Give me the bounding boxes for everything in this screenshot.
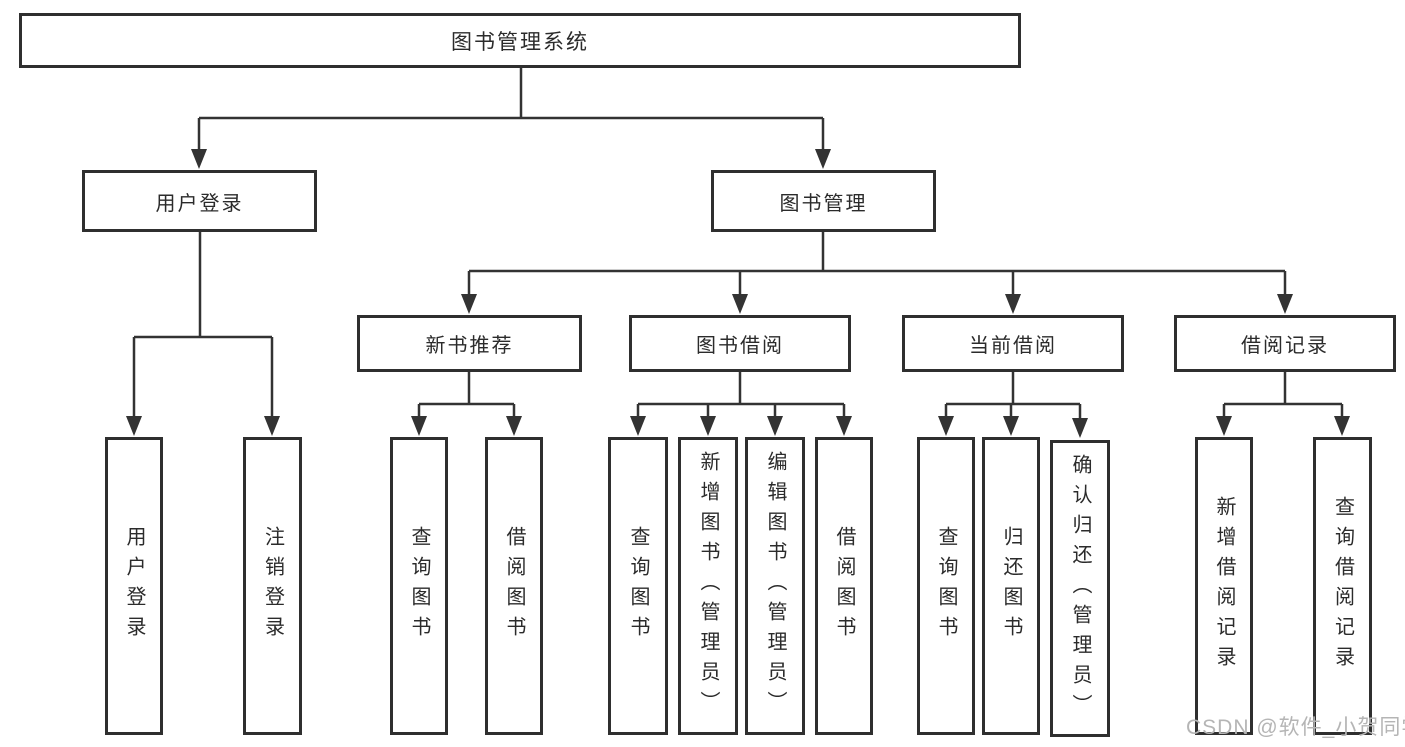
leaf-logout-label: 注销登录 xyxy=(261,526,284,646)
connector-new-book-group xyxy=(417,371,516,419)
node-new-book-recommend-label: 新书推荐 xyxy=(425,335,514,357)
leaf-user-login-label: 用户登录 xyxy=(123,526,145,646)
node-user-login-label: 用户登录 xyxy=(155,192,244,215)
leaf-new-book-borrow-label: 借阅图书 xyxy=(503,526,525,646)
leaf-user-login: 用户登录 xyxy=(105,437,163,735)
node-book-management: 图书管理 xyxy=(711,170,936,232)
node-book-management-label: 图书管理 xyxy=(779,192,868,215)
node-user-login: 用户登录 xyxy=(82,170,317,232)
leaf-add-borrow-record: 新增借阅记录 xyxy=(1195,437,1253,735)
connector-borrow-record-group xyxy=(1222,371,1344,419)
node-borrow-records: 借阅记录 xyxy=(1174,315,1396,372)
connector-book-mgmt-to-level3 xyxy=(467,232,1287,297)
node-new-book-recommend: 新书推荐 xyxy=(357,315,582,372)
leaf-new-book-query: 查询图书 xyxy=(390,437,448,735)
connector-current-borrow-group xyxy=(944,371,1082,419)
leaf-query-borrow-record-label: 查询借阅记录 xyxy=(1331,496,1354,676)
leaf-edit-book-admin-label: 编辑图书（管理员） xyxy=(764,451,786,721)
leaf-return-book: 归还图书 xyxy=(982,437,1040,735)
leaf-current-query-book: 查询图书 xyxy=(917,437,975,735)
csdn-watermark: CSDN @软件_小贺同学 xyxy=(1186,716,1405,739)
node-borrow-records-label: 借阅记录 xyxy=(1241,335,1329,357)
leaf-borrow-query-book: 查询图书 xyxy=(608,437,668,735)
arrowheads xyxy=(126,149,1350,438)
leaf-borrow-book: 借阅图书 xyxy=(815,437,873,735)
leaf-confirm-return-admin: 确认归还（管理员） xyxy=(1050,440,1110,737)
leaf-borrow-query-book-label: 查询图书 xyxy=(627,526,649,646)
leaf-add-book-admin: 新增图书（管理员） xyxy=(678,437,738,735)
leaf-add-book-admin-label: 新增图书（管理员） xyxy=(697,451,719,721)
leaf-current-query-book-label: 查询图书 xyxy=(935,526,957,646)
node-current-borrow-label: 当前借阅 xyxy=(969,335,1057,357)
node-current-borrow: 当前借阅 xyxy=(902,315,1124,372)
leaf-query-borrow-record: 查询借阅记录 xyxy=(1313,437,1372,735)
connector-book-borrow-group xyxy=(636,371,846,419)
leaf-edit-book-admin: 编辑图书（管理员） xyxy=(745,437,805,735)
connector-root-to-level2 xyxy=(197,68,825,152)
leaf-logout: 注销登录 xyxy=(243,437,302,735)
leaf-confirm-return-admin-label: 确认归还（管理员） xyxy=(1069,453,1091,724)
connector-user-login-group xyxy=(132,232,274,419)
leaf-borrow-book-label: 借阅图书 xyxy=(833,526,855,646)
node-root-label: 图书管理系统 xyxy=(451,30,589,54)
leaf-new-book-query-label: 查询图书 xyxy=(408,526,430,646)
node-book-borrow: 图书借阅 xyxy=(629,315,851,372)
leaf-return-book-label: 归还图书 xyxy=(1000,526,1022,646)
node-book-borrow-label: 图书借阅 xyxy=(696,335,784,357)
node-root-library-system: 图书管理系统 xyxy=(19,13,1021,68)
leaf-add-borrow-record-label: 新增借阅记录 xyxy=(1213,496,1235,676)
leaf-new-book-borrow: 借阅图书 xyxy=(485,437,543,735)
